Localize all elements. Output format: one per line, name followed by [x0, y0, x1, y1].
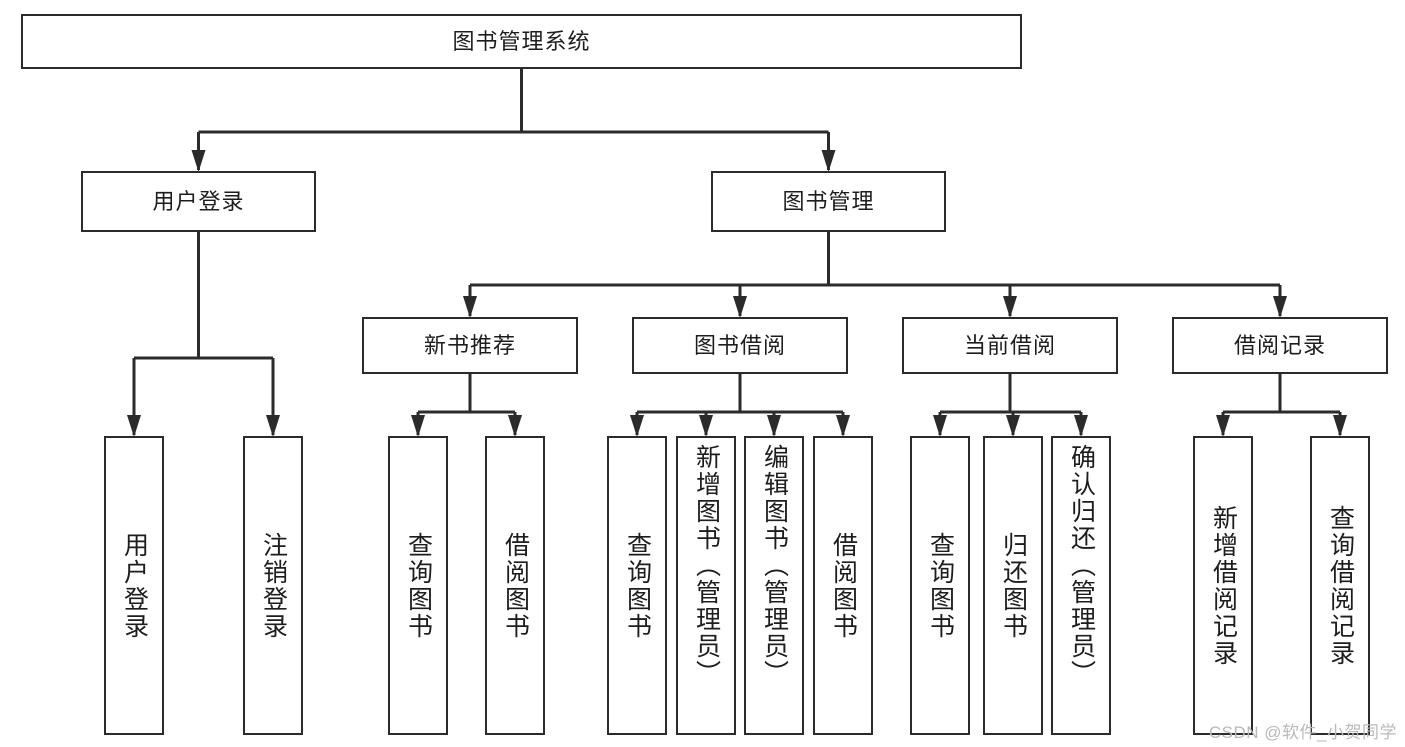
node-root[interactable]: 图书管理系统 — [21, 14, 1022, 69]
node-user-login-label: 用户登录 — [152, 188, 245, 214]
node-leaf-recommend-query-book-label: 查询图书 — [404, 531, 433, 640]
node-new-book-recommend-label: 新书推荐 — [423, 332, 516, 358]
node-book-manage-label: 图书管理 — [782, 188, 875, 214]
node-leaf-user-logout[interactable]: 注销登录 — [243, 436, 303, 735]
node-leaf-borrow-borrow-book[interactable]: 借阅图书 — [813, 436, 873, 735]
node-borrow-record-label: 借阅记录 — [1233, 332, 1326, 358]
node-current-borrow[interactable]: 当前借阅 — [902, 317, 1118, 374]
node-leaf-borrow-add-book[interactable]: 新增图书（管理员） — [676, 436, 736, 735]
node-leaf-current-confirm-return[interactable]: 确认归还（管理员） — [1051, 436, 1111, 735]
node-leaf-record-add-record-label: 新增借阅记录 — [1209, 504, 1238, 667]
node-leaf-record-query-record-label: 查询借阅记录 — [1326, 504, 1355, 667]
node-leaf-recommend-query-book[interactable]: 查询图书 — [388, 436, 448, 735]
node-user-login[interactable]: 用户登录 — [81, 171, 316, 232]
node-leaf-borrow-query-book-label: 查询图书 — [623, 531, 652, 640]
node-leaf-current-query-book[interactable]: 查询图书 — [910, 436, 970, 735]
node-book-borrow-label: 图书借阅 — [693, 332, 786, 358]
node-borrow-record[interactable]: 借阅记录 — [1172, 317, 1388, 374]
node-leaf-record-query-record[interactable]: 查询借阅记录 — [1310, 436, 1370, 735]
node-leaf-current-return-book-label: 归还图书 — [999, 531, 1028, 640]
node-leaf-borrow-borrow-book-label: 借阅图书 — [829, 531, 858, 640]
node-leaf-record-add-record[interactable]: 新增借阅记录 — [1193, 436, 1253, 735]
node-leaf-current-confirm-return-label: 确认归还（管理员） — [1067, 444, 1096, 687]
watermark: CSDN @软件_小贺同学 — [1208, 723, 1397, 742]
node-leaf-borrow-edit-book-label: 编辑图书（管理员） — [760, 444, 789, 687]
node-leaf-user-login[interactable]: 用户登录 — [104, 436, 164, 735]
node-leaf-borrow-edit-book[interactable]: 编辑图书（管理员） — [744, 436, 804, 735]
node-leaf-current-return-book[interactable]: 归还图书 — [983, 436, 1043, 735]
node-leaf-current-query-book-label: 查询图书 — [926, 531, 955, 640]
node-leaf-borrow-add-book-label: 新增图书（管理员） — [692, 444, 721, 687]
node-book-borrow[interactable]: 图书借阅 — [632, 317, 848, 374]
node-new-book-recommend[interactable]: 新书推荐 — [362, 317, 578, 374]
node-current-borrow-label: 当前借阅 — [963, 332, 1056, 358]
node-leaf-borrow-query-book[interactable]: 查询图书 — [607, 436, 667, 735]
node-book-manage[interactable]: 图书管理 — [711, 171, 946, 232]
node-root-label: 图书管理系统 — [452, 28, 591, 54]
node-leaf-user-logout-label: 注销登录 — [259, 531, 288, 640]
node-leaf-user-login-label: 用户登录 — [120, 531, 149, 640]
node-leaf-recommend-borrow-book[interactable]: 借阅图书 — [485, 436, 545, 735]
node-leaf-recommend-borrow-book-label: 借阅图书 — [501, 531, 530, 640]
